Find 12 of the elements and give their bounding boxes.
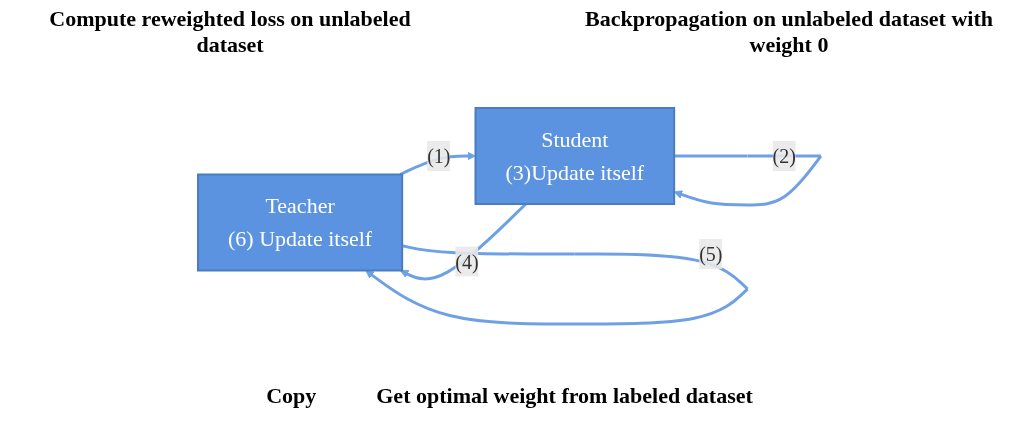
step-label: Copy (266, 383, 317, 409)
arrow (365, 244, 749, 326)
step-label: Compute reweighted loss on unlabeled dataset (48, 6, 412, 59)
edge-label: (2) (772, 144, 796, 167)
edge-label: (1) (427, 144, 451, 167)
node-box: Student (3)Update itself (474, 106, 676, 205)
node-box: Teacher (6) Update itself (196, 173, 404, 272)
step-label: Get optimal weight from labeled dataset (376, 383, 753, 409)
step-label: Backpropagation on unlabeled dataset with weight 0 (584, 6, 994, 59)
edge-label: (4) (455, 250, 479, 273)
arrow (399, 202, 527, 281)
edge-label: (5) (699, 243, 723, 266)
